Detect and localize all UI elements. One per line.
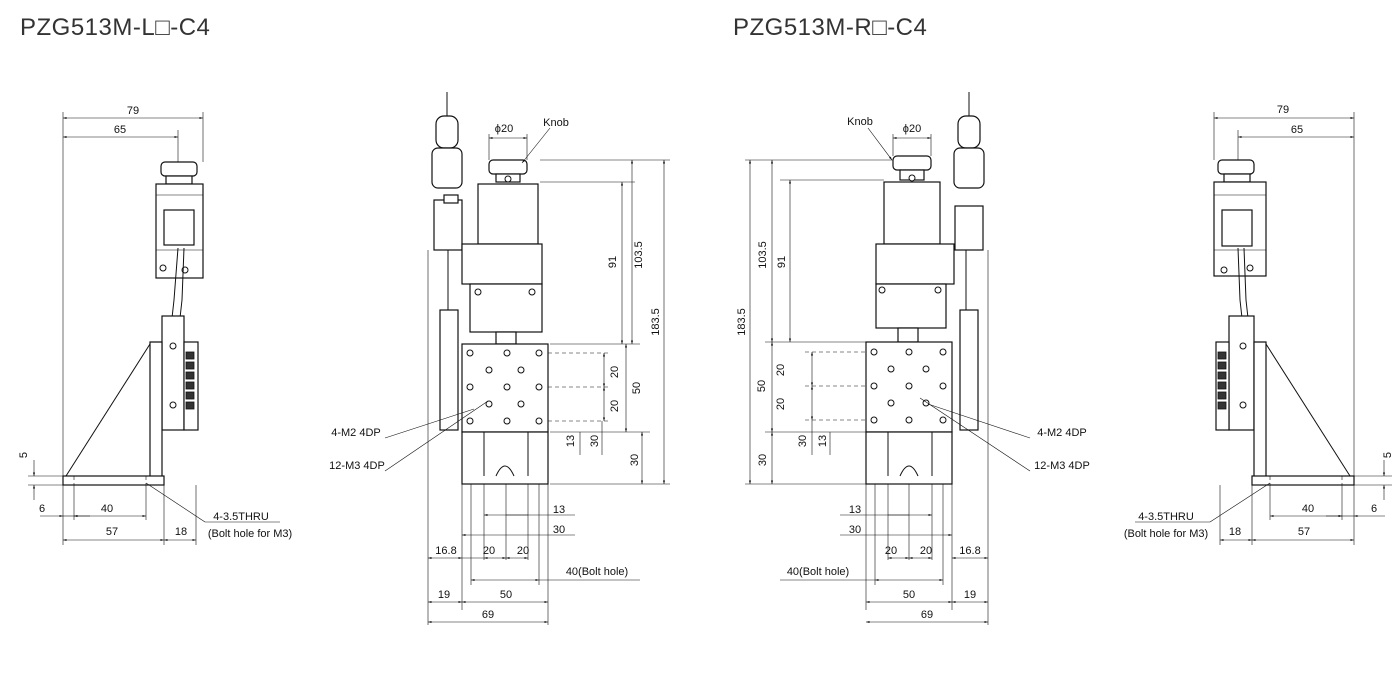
dim-79-left: 79 — [127, 105, 139, 117]
dim-13a-left: 13 — [565, 435, 577, 447]
dim-13b-left: 13 — [553, 504, 565, 516]
knob-label-left: Knob — [543, 117, 569, 129]
dim-30a-left: 30 — [589, 435, 601, 447]
bolt-hole-label-left: 40(Bolt hole) — [566, 566, 628, 578]
dim-20b-right: 20 — [775, 398, 787, 410]
dim-20a-right: 20 — [775, 364, 787, 376]
dim-30b-right: 30 — [757, 454, 769, 466]
dim-13b-right: 13 — [849, 504, 861, 516]
dim-40-left: 40 — [101, 503, 113, 515]
dim-16-8-right: 16.8 — [959, 545, 980, 557]
knob-label-right: Knob — [847, 116, 873, 128]
dim-19-left: 19 — [438, 589, 450, 601]
dim-5-left: 5 — [18, 452, 30, 458]
dim-18-left: 18 — [175, 526, 187, 538]
dim-50-right: 50 — [756, 380, 768, 392]
bolt-hole-label-right: 40(Bolt hole) — [787, 566, 849, 578]
dim-30b-left: 30 — [629, 454, 641, 466]
m3-label-left: 12-M3 4DP — [329, 460, 385, 472]
dim-30a-right: 30 — [797, 435, 809, 447]
title-right: PZG513M-R□-C4 — [733, 14, 928, 41]
dim-103-5-left: 103.5 — [633, 241, 645, 269]
front-view-right: 183.5 103.5 91 20 20 50 30 13 30 ϕ20 Kno… — [736, 92, 1090, 625]
m2-label-left: 4-M2 4DP — [331, 427, 381, 439]
dim-20d-right: 20 — [920, 545, 932, 557]
dim-65-left: 65 — [114, 124, 126, 136]
dim-91-right: 91 — [776, 256, 788, 268]
dim-69-left: 69 — [482, 609, 494, 621]
dim-20b-left: 20 — [609, 400, 621, 412]
dim-16-8-left: 16.8 — [435, 545, 456, 557]
dim-5-right: 5 — [1382, 452, 1394, 458]
dim-183-5-left: 183.5 — [650, 308, 662, 336]
dim-50b-right: 50 — [903, 589, 915, 601]
side-view-right: 79 65 5 40 6 57 18 4-3.5THRU (Bolt hole … — [1124, 104, 1394, 545]
phi20-left: ϕ20 — [495, 123, 513, 135]
title-left: PZG513M-L□-C4 — [20, 14, 211, 41]
dim-91-left: 91 — [607, 256, 619, 268]
side-view-left: 79 65 5 6 40 57 18 4-3.5THRU (Bolt hole … — [18, 105, 292, 545]
dim-40-right: 40 — [1302, 503, 1314, 515]
dim-65-right: 65 — [1291, 124, 1303, 136]
dim-20c-right: 20 — [885, 545, 897, 557]
dim-103-5-right: 103.5 — [757, 241, 769, 269]
thru-label-left: 4-3.5THRU — [213, 511, 269, 523]
dim-69-right: 69 — [921, 609, 933, 621]
dim-6-right: 6 — [1371, 503, 1377, 515]
dim-18-right: 18 — [1229, 526, 1241, 538]
bolt-m3-label-left: (Bolt hole for M3) — [208, 528, 292, 540]
phi20-right: ϕ20 — [903, 123, 921, 135]
dim-50-left: 50 — [631, 382, 643, 394]
front-view-left: 91 103.5 183.5 20 20 50 13 30 30 ϕ20 Kno… — [329, 92, 670, 625]
thru-label-right: 4-3.5THRU — [1138, 511, 1194, 523]
dim-183-5-right: 183.5 — [736, 308, 748, 336]
dim-50b-left: 50 — [500, 589, 512, 601]
dim-30c-left: 30 — [553, 524, 565, 536]
dim-57-right: 57 — [1298, 526, 1310, 538]
dim-79-right: 79 — [1277, 104, 1289, 116]
dim-20a-left: 20 — [609, 366, 621, 378]
m3-label-right: 12-M3 4DP — [1034, 460, 1090, 472]
dim-57-left: 57 — [106, 526, 118, 538]
dim-19-right: 19 — [964, 589, 976, 601]
bolt-m3-label-right: (Bolt hole for M3) — [1124, 528, 1208, 540]
dim-20c-left: 20 — [483, 545, 495, 557]
m2-label-right: 4-M2 4DP — [1037, 427, 1087, 439]
dim-30c-right: 30 — [849, 524, 861, 536]
dim-6-left: 6 — [39, 503, 45, 515]
dim-13a-right: 13 — [817, 435, 829, 447]
dim-20d-left: 20 — [517, 545, 529, 557]
